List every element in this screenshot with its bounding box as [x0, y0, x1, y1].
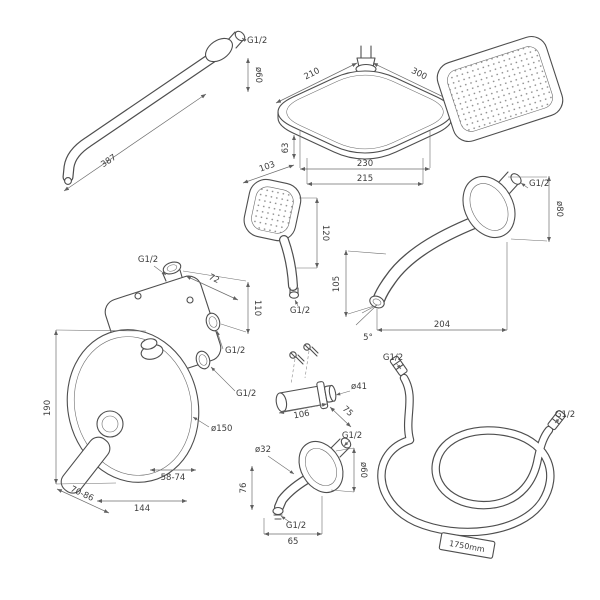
- handshower-connector: [288, 291, 300, 299]
- overhead-width-label: 300: [409, 66, 428, 82]
- screw-icon: [289, 351, 297, 359]
- hose-thread-top-label: G1/2: [383, 353, 403, 363]
- overhead-depth-label: 210: [303, 66, 322, 82]
- bracket-diameter-label: ø41: [351, 382, 367, 392]
- elbow-outlet: [272, 506, 284, 516]
- ball-joint-stub: [360, 45, 372, 59]
- hose-thread-end-label: G1/2: [555, 410, 575, 420]
- spout-angle-label: 5°: [363, 333, 373, 343]
- arm-thread-label: G1/2: [247, 36, 267, 46]
- shower-arm: G1/2 ø60 387: [62, 30, 267, 192]
- elbow-height-label: 76: [239, 483, 249, 494]
- elbow-thread-outlet-label: G1/2: [286, 521, 306, 531]
- spout-height-label: 105: [332, 276, 342, 292]
- elbow-width-label: 65: [288, 537, 299, 547]
- wall-spout: G1/2 ø80 105 204 5°: [332, 171, 564, 343]
- hose-length-tag: 1750mm: [438, 532, 496, 559]
- elbow-thread-side-label: G1/2: [342, 431, 362, 441]
- arm-flange-diameter-label: ø60: [253, 67, 263, 83]
- overhead-shower: 210 300 63 230 215: [275, 45, 457, 186]
- handle-hub: [96, 410, 124, 438]
- bracket-length-label: 106: [293, 409, 311, 422]
- arm-ball-end: [64, 177, 72, 185]
- mixer-handle-depth-label: 58-74: [161, 473, 186, 483]
- hand-shower: 103 120 G1/2: [242, 160, 330, 316]
- spout-nipple: [497, 171, 520, 195]
- overhead-inner-width-label: 215: [357, 174, 373, 184]
- mixer-thread-bottom-label: G1/2: [236, 389, 256, 399]
- handshower-face: [251, 186, 294, 234]
- mixer-plate-height-label: 190: [43, 400, 53, 416]
- spout-flange-diameter-label: ø80: [554, 201, 564, 217]
- handshower-height-label: 120: [320, 225, 330, 241]
- head-rim: [277, 111, 453, 160]
- overhead-height-label: 63: [281, 143, 291, 154]
- mixer-bottom-port: [195, 350, 211, 370]
- bracket-depth-label: 75: [340, 404, 355, 419]
- mixer-valve: G1/2 72 110 G1/2 G1/2 ø150 190 58-74 70-…: [43, 255, 262, 514]
- mixer-port-spacing-label: 110: [252, 300, 262, 316]
- mixer-thread-top-label: G1/2: [138, 255, 158, 265]
- shower-bracket: ø41 106 75: [275, 343, 367, 428]
- mixer-plate-diameter-label: ø150: [211, 424, 232, 434]
- elbow-nipple: [330, 438, 350, 458]
- mixer-plate-width-label: 144: [134, 504, 150, 514]
- elbow-flange-diameter-label: ø60: [358, 462, 368, 478]
- mixer-top-offset-label: 72: [207, 272, 221, 286]
- screw-icon: [303, 343, 311, 351]
- elbow-pipe-diameter-label: ø32: [255, 445, 271, 455]
- overhead-body-width-label: 230: [357, 159, 373, 169]
- wall-elbow: G1/2 ø32 76 G1/2 65 ø60: [239, 431, 368, 547]
- spout-thread-label: G1/2: [529, 179, 549, 189]
- faceplate-nozzles: [447, 46, 553, 132]
- arm-length-label: 387: [99, 153, 118, 170]
- spout-wall-flange: [462, 176, 516, 238]
- spray-faceplate: [436, 36, 564, 142]
- arm-wall-flange: [205, 37, 233, 63]
- mixer-side-port: [205, 312, 221, 332]
- mixer-top-port: [162, 261, 182, 275]
- shower-hose: G1/2 G1/2 1750mm: [377, 353, 575, 559]
- head-top-face: [277, 70, 453, 154]
- handshower-thread-label: G1/2: [290, 306, 310, 316]
- mixer-thread-side-label: G1/2: [225, 346, 245, 356]
- spout-length-label: 204: [434, 320, 450, 330]
